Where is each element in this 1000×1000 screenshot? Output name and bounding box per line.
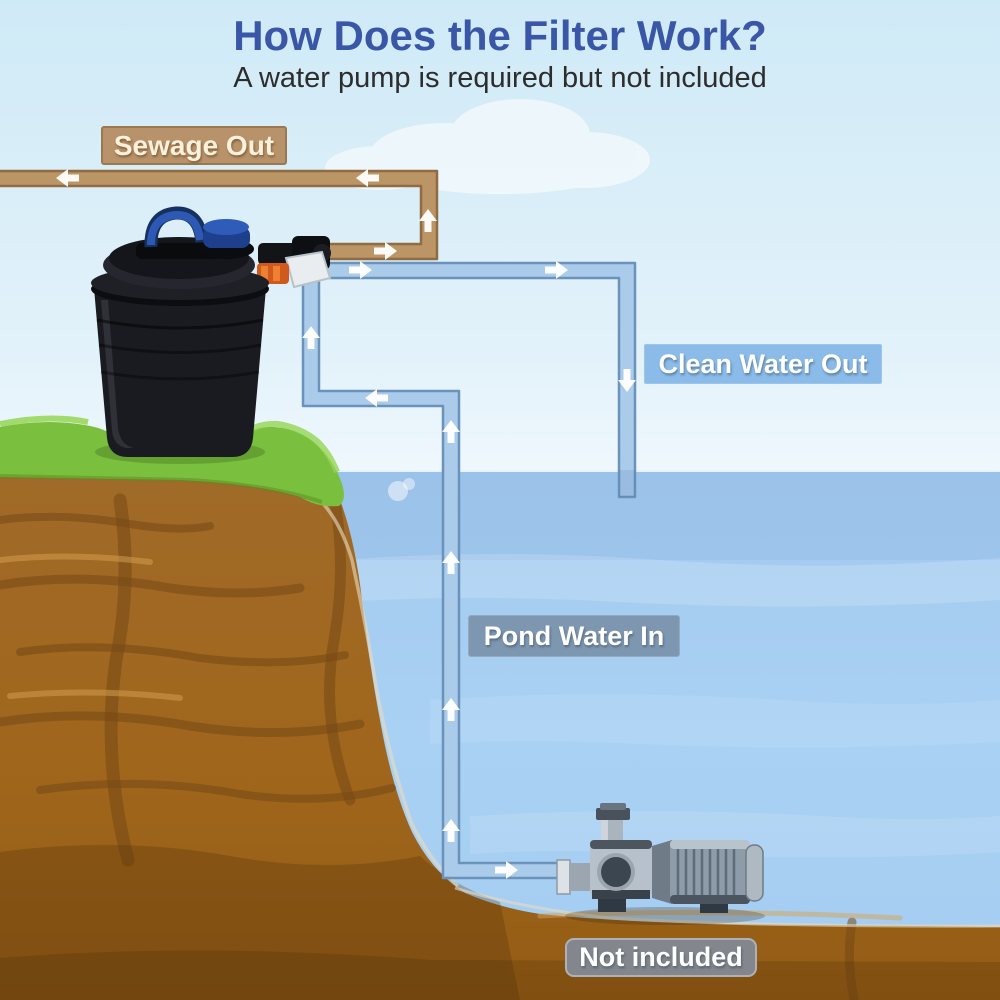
label-sewage-out: Sewage Out bbox=[101, 126, 287, 165]
label-not-included: Not included bbox=[565, 938, 757, 977]
outlet-stub bbox=[284, 250, 332, 289]
water-pipe bbox=[301, 261, 637, 880]
page-subtitle: A water pump is required but not include… bbox=[233, 61, 767, 94]
pump-inlet bbox=[556, 859, 571, 895]
page-title: How Does the Filter Work? bbox=[233, 12, 767, 59]
pump-device bbox=[556, 803, 765, 925]
pump-port bbox=[601, 857, 631, 887]
bubble bbox=[388, 478, 415, 501]
pump-motor bbox=[670, 840, 764, 904]
label-clean-water-out: Clean Water Out bbox=[644, 344, 882, 384]
label-pond-water-in: Pond Water In bbox=[468, 615, 680, 657]
filter-knob bbox=[200, 219, 254, 259]
filter-device bbox=[91, 206, 332, 457]
